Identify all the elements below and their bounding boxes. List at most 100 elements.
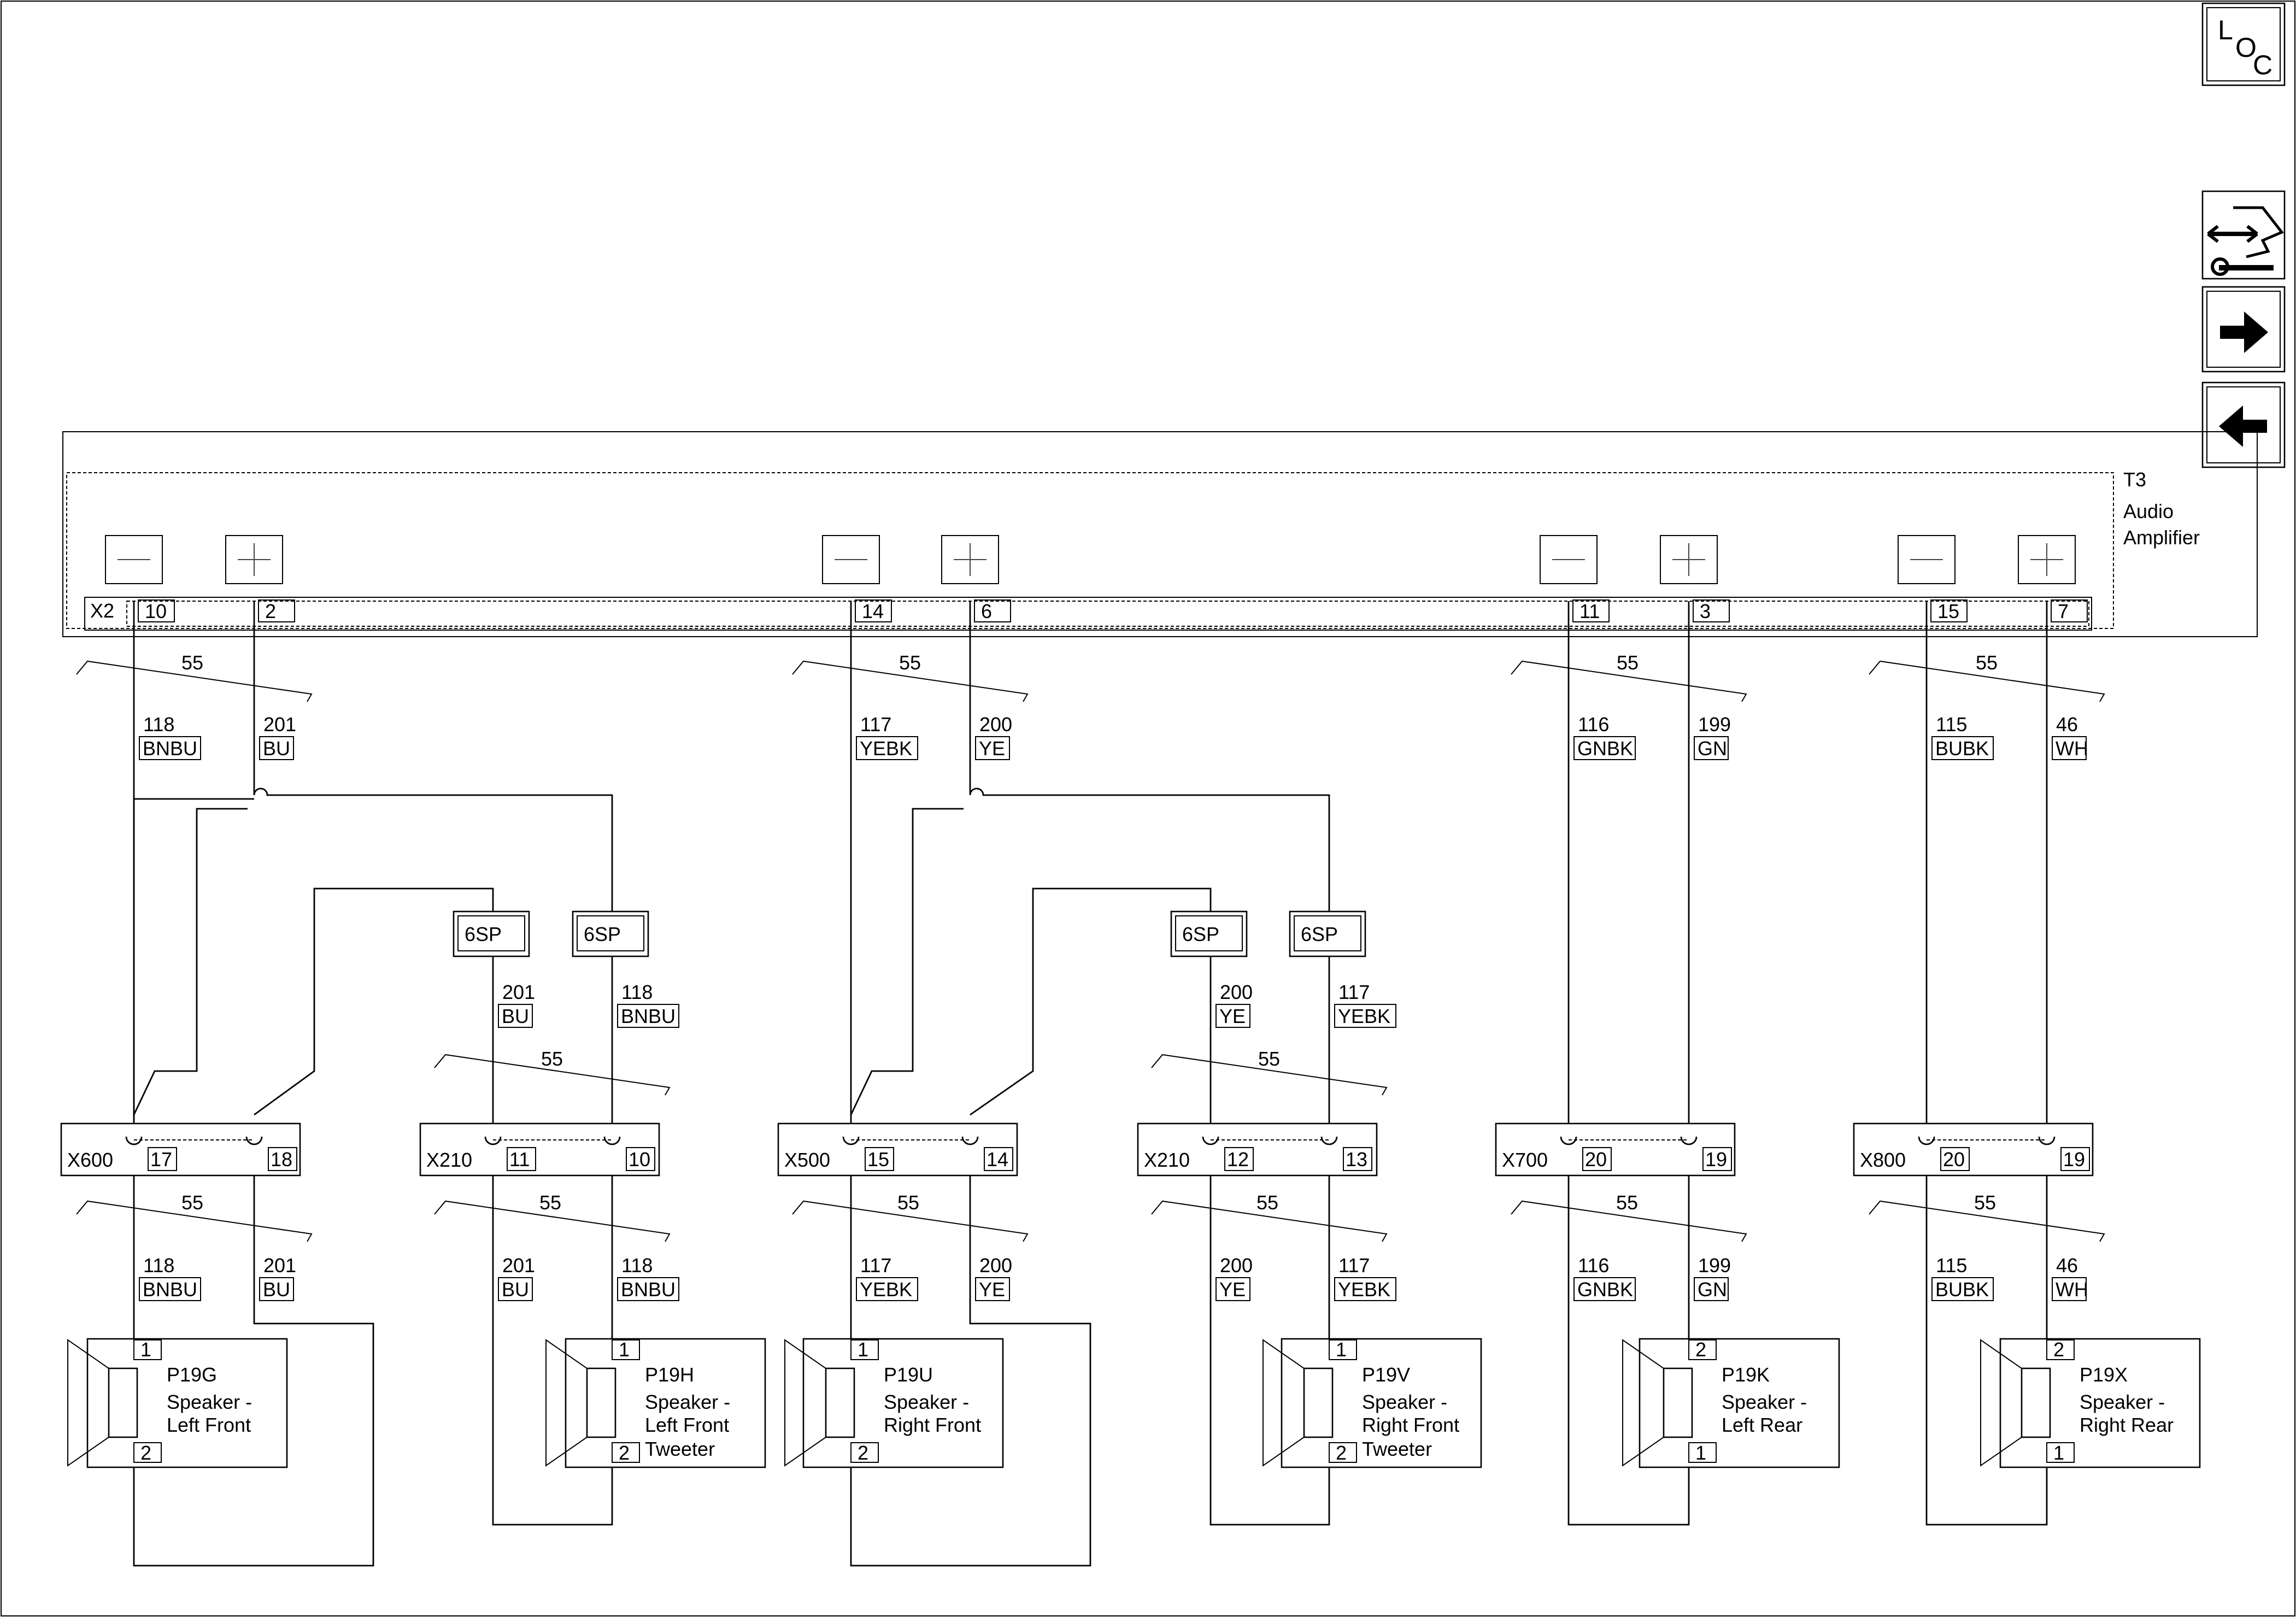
wire-lf-splice-a	[133, 808, 248, 1115]
wire-lf-tweeter	[492, 954, 613, 1526]
x2-pin-14: 14	[862, 600, 884, 622]
harness-55-lower-3	[1151, 1200, 1388, 1242]
inline-pin-2-0: 15	[867, 1148, 889, 1171]
harness-55-lower-1-label: 55	[539, 1191, 561, 1214]
upper-wire-color-5: GN	[1698, 737, 1727, 760]
next-page-button[interactable]	[2201, 286, 2286, 373]
speaker-line2-3: Right Front	[1362, 1414, 1459, 1436]
upper-wire-color-4: GNBK	[1577, 737, 1633, 760]
lower-wire-color-11: WH	[2056, 1278, 2088, 1301]
inline-connector-name-3: X210	[1144, 1149, 1190, 1171]
lower-wire-circuit-5: 200	[979, 1254, 1012, 1277]
x2-pin-3: 3	[1700, 600, 1711, 622]
amp-terminal-11: 11	[1540, 535, 1610, 622]
amplifier-internal	[66, 472, 2114, 629]
speaker-line1-4: Speaker -	[1722, 1391, 1807, 1413]
harness-55-lower-3-label: 55	[1256, 1191, 1278, 1214]
inline-pin-3-0: 12	[1227, 1148, 1249, 1171]
splice-circuit-1: 118	[621, 981, 653, 1003]
x2-connector-label: X2	[90, 599, 114, 622]
lower-wire-circuit-10: 115	[1936, 1254, 1967, 1277]
inline-pin-5-0: 20	[1943, 1148, 1965, 1171]
inline-pin-5-1: 19	[2063, 1148, 2085, 1171]
lower-wire-color-9-box	[1694, 1277, 1729, 1301]
upper-wire-circuit-4: 116	[1578, 713, 1609, 736]
speaker-magnet-icon	[825, 1367, 855, 1438]
inline-pin-0-0: 17	[150, 1148, 172, 1171]
lower-wire-color-6: YE	[1219, 1278, 1246, 1301]
lower-wire-color-3-box	[617, 1277, 679, 1301]
prev-page-button[interactable]	[2201, 381, 2286, 468]
harness-55-lower-4	[1511, 1200, 1747, 1242]
splice-color-0: BU	[502, 1005, 529, 1027]
speaker-line2-2: Right Front	[884, 1414, 981, 1436]
speaker-magnet-icon	[108, 1367, 138, 1438]
inline-pin-2-1: 14	[986, 1148, 1008, 1171]
loc-button[interactable]: L O C	[2201, 2, 2286, 86]
wire-lf-201-cross	[253, 601, 613, 918]
loc-letter-o: O	[2235, 32, 2257, 63]
wire-rf-200-cross	[969, 601, 1330, 918]
harness-55-lower-2	[792, 1200, 1029, 1242]
speaker-top-pin-4: 2	[1695, 1338, 1706, 1361]
upper-wire-color-0: BNBU	[143, 737, 197, 760]
upper-wire-circuit-3: 200	[979, 713, 1012, 736]
speaker-top-pin-2: 1	[858, 1338, 868, 1361]
speaker-ref-5: P19X	[2080, 1363, 2128, 1386]
x2-pin-7: 7	[2058, 600, 2069, 622]
wire-rf-tweeter	[1209, 954, 1330, 1526]
inline-pin-1-1: 10	[629, 1148, 650, 1171]
lower-wire-circuit-9: 199	[1698, 1254, 1731, 1277]
speaker-line1-2: Speaker -	[884, 1391, 969, 1413]
amp-terminal-6: 6	[941, 535, 1011, 622]
speaker-bottom-pin-4: 1	[1695, 1442, 1706, 1464]
wire-labels: 118BNBU201BU117YEBK200YE116GNBK199GN115B…	[139, 713, 2088, 1301]
speaker-line3-1: Tweeter	[645, 1438, 715, 1460]
upper-wire-color-3: YE	[979, 737, 1005, 760]
splice-label-0: 6SP	[465, 923, 502, 945]
speaker-ref-0: P19G	[167, 1363, 217, 1386]
splice-color-3-box	[1334, 1004, 1396, 1028]
upper-wire-color-7-box	[2052, 736, 2087, 760]
routing-button[interactable]	[2201, 190, 2286, 280]
speaker-line1-0: Speaker -	[167, 1391, 252, 1413]
harness-55-lower-4-label: 55	[1616, 1191, 1638, 1214]
speaker-top-pin-3: 1	[1336, 1338, 1347, 1361]
wire-null	[133, 798, 254, 1120]
amp-terminal-10: 10	[105, 535, 175, 622]
harness-55-lower-1	[434, 1200, 671, 1242]
harness-55-d-label: 55	[1976, 651, 1998, 674]
harness-55-e-label: 55	[541, 1048, 563, 1070]
speaker-top-pin-0: 1	[140, 1338, 151, 1361]
x2-pin-6: 6	[981, 600, 992, 622]
speaker-line2-4: Left Rear	[1722, 1414, 1802, 1436]
splice-color-1-box	[617, 1004, 679, 1028]
upper-wire-color-1: BU	[263, 737, 290, 760]
harness-55-a-label: 55	[181, 651, 203, 674]
splice-circuit-3: 117	[1338, 981, 1370, 1003]
speaker-ref-3: P19V	[1362, 1363, 1410, 1386]
upper-wire-color-2-box	[856, 736, 918, 760]
harness-55-lower-2-label: 55	[897, 1191, 919, 1214]
lower-wire-color-0-box	[139, 1277, 201, 1301]
speaker-line3-3: Tweeter	[1362, 1438, 1432, 1460]
harness-55-f-label: 55	[1258, 1048, 1280, 1070]
lower-wire-circuit-6: 200	[1220, 1254, 1253, 1277]
harness-55-f	[1151, 1054, 1388, 1096]
amp-terminal-15: 15	[1898, 535, 1968, 622]
x2-pin-10: 10	[145, 600, 167, 622]
inline-connector-name-5: X800	[1860, 1149, 1906, 1171]
harness-55-lower-0-label: 55	[181, 1191, 203, 1214]
harness-55-lower-0	[76, 1200, 313, 1242]
